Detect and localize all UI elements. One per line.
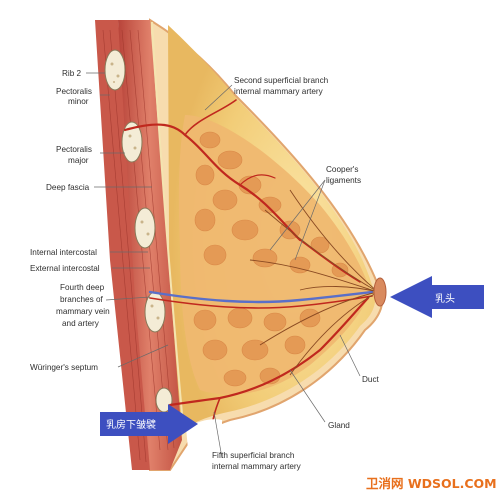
inframammary-callout: 乳房下皱襞 bbox=[100, 404, 198, 444]
label-fourth-deep-4: and artery bbox=[62, 319, 100, 328]
label-external-intercostal: External intercostal bbox=[30, 264, 100, 273]
nipple-callout: 乳头 bbox=[390, 276, 484, 318]
label-second-superficial-2: internal mammary artery bbox=[234, 87, 324, 96]
nipple bbox=[373, 277, 387, 307]
nipple-arrow bbox=[390, 276, 484, 318]
watermark: 卫消网 WDSOL.COM bbox=[366, 476, 497, 491]
label-coopers-2: ligaments bbox=[326, 176, 361, 185]
label-fourth-deep-1: Fourth deep bbox=[60, 283, 105, 292]
inframammary-skin bbox=[186, 419, 222, 470]
label-duct: Duct bbox=[362, 375, 380, 384]
label-fourth-deep-2: branches of bbox=[60, 295, 104, 304]
inframammary-callout-label: 乳房下皱襞 bbox=[106, 418, 156, 431]
label-gland: Gland bbox=[328, 421, 350, 430]
deep-fascia-line bbox=[151, 21, 185, 437]
rib-texture bbox=[110, 62, 160, 320]
label-second-superficial-1: Second superficial branch bbox=[234, 76, 329, 85]
arteries bbox=[123, 99, 370, 431]
lobules bbox=[193, 131, 349, 387]
inframammary-arrow bbox=[100, 404, 198, 444]
pectoralis-minor-muscle bbox=[95, 20, 150, 470]
label-deep-fascia: Deep fascia bbox=[46, 183, 90, 192]
rib-2 bbox=[104, 49, 126, 91]
label-fifth-superficial-2: internal mammary artery bbox=[212, 462, 302, 471]
lactiferous-ducts bbox=[249, 189, 379, 376]
label-wuringer-septum: Würinger's septum bbox=[30, 363, 98, 372]
label-rib2: Rib 2 bbox=[62, 69, 82, 78]
label-fourth-deep-3: mammary vein bbox=[56, 307, 110, 316]
label-pectoralis-major-1: Pectoralis bbox=[56, 145, 92, 154]
label-pectoralis-minor-2: minor bbox=[68, 97, 89, 106]
label-pectoralis-major-2: major bbox=[68, 156, 89, 165]
leader-lines bbox=[86, 72, 361, 459]
label-coopers-1: Cooper's bbox=[326, 165, 359, 174]
label-pectoralis-minor-1: Pectoralis bbox=[56, 87, 92, 96]
label-fifth-superficial-1: Fifth superficial branch bbox=[212, 451, 295, 460]
nipple-callout-label: 乳头 bbox=[435, 292, 455, 305]
muscle-fibers bbox=[102, 29, 175, 463]
label-internal-intercostal: Internal intercostal bbox=[30, 248, 97, 257]
